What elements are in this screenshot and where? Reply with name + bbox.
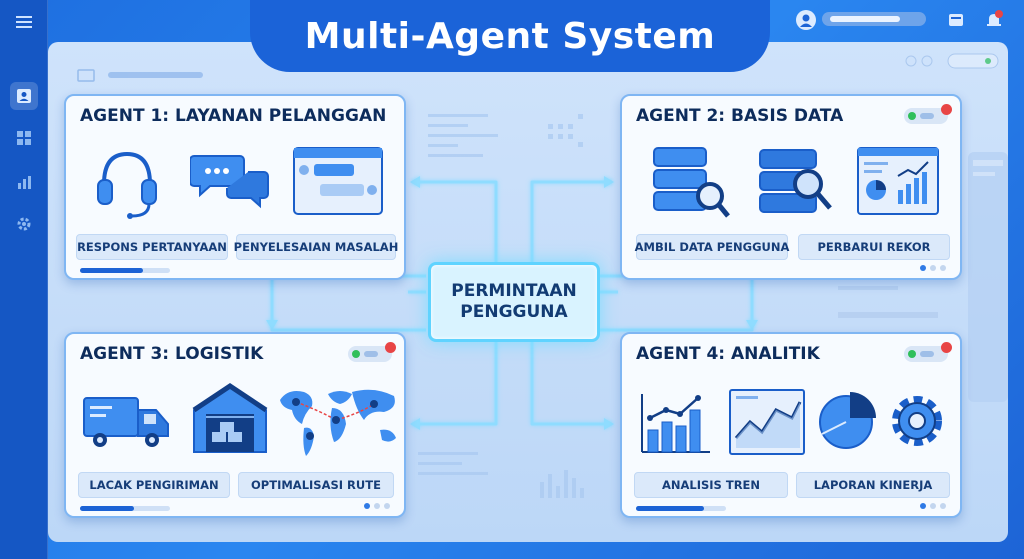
agent-card-database[interactable]: AGENT 2: BASIS DATA AMBIL DATA PENGGUNA bbox=[620, 94, 962, 280]
pagination-dots bbox=[920, 503, 946, 509]
database-search-icon bbox=[653, 147, 730, 218]
center-label-line1: PERMINTAAN bbox=[451, 280, 577, 301]
menu-icon[interactable] bbox=[10, 8, 38, 36]
dashboard-chart-icon bbox=[857, 147, 939, 215]
chip-lacak-pengiriman[interactable]: LACAK PENGIRIMAN bbox=[78, 472, 230, 498]
chat-window-icon bbox=[293, 147, 383, 215]
status-toggle[interactable] bbox=[904, 342, 952, 362]
chip-laporan-kinerja[interactable]: LAPORAN KINERJA bbox=[796, 472, 950, 498]
sidebar bbox=[0, 0, 48, 559]
chip-respons-pertanyaan[interactable]: RESPONS PERTANYAAN bbox=[76, 234, 228, 260]
chip-analisis-tren[interactable]: ANALISIS TREN bbox=[634, 472, 788, 498]
stats-icon[interactable] bbox=[10, 168, 38, 196]
status-toggle[interactable] bbox=[904, 104, 952, 124]
page-title: Multi-Agent System bbox=[304, 15, 716, 57]
notification-bell-icon[interactable] bbox=[984, 10, 1004, 30]
chat-bubbles-icon bbox=[190, 155, 269, 209]
headset-icon bbox=[97, 151, 157, 219]
title-banner: Multi-Agent System bbox=[250, 0, 770, 72]
pie-chart-icon bbox=[819, 392, 876, 449]
center-label-line2: PENGGUNA bbox=[460, 302, 568, 322]
agent-progress-bar bbox=[636, 506, 726, 511]
status-toggle[interactable] bbox=[348, 342, 396, 362]
gear-icon bbox=[892, 396, 942, 446]
pagination-dots bbox=[364, 503, 390, 509]
chip-optimalisasi-rute[interactable]: OPTIMALISASI RUTE bbox=[238, 472, 394, 498]
chip-perbarui-rekor[interactable]: PERBARUI REKOR bbox=[798, 234, 950, 260]
agent-title: AGENT 1: LAYANAN PELANGGAN bbox=[80, 106, 387, 126]
chip-ambil-data-pengguna[interactable]: AMBIL DATA PENGGUNA bbox=[635, 234, 789, 260]
settings-icon[interactable] bbox=[10, 210, 38, 238]
database-search-icon bbox=[759, 149, 832, 213]
agent-progress-bar bbox=[80, 268, 170, 273]
user-request-node[interactable]: PERMINTAAN PENGGUNA bbox=[428, 262, 600, 342]
agent-card-analytics[interactable]: AGENT 4: ANALITIK bbox=[620, 332, 962, 518]
agent-progress-bar bbox=[80, 506, 170, 511]
agent-card-customer-service[interactable]: AGENT 1: LAYANAN PELANGGAN RESPONS PERTA… bbox=[64, 94, 406, 280]
apps-icon[interactable] bbox=[10, 124, 38, 152]
inbox-icon[interactable] bbox=[948, 12, 964, 28]
warehouse-icon bbox=[192, 382, 268, 453]
agent-title: AGENT 4: ANALITIK bbox=[636, 344, 820, 364]
agent-card-logistics[interactable]: AGENT 3: LOGISTIK bbox=[64, 332, 406, 518]
search-input[interactable] bbox=[822, 12, 926, 26]
user-profile-icon[interactable] bbox=[10, 82, 38, 110]
chip-penyelesaian-masalah[interactable]: PENYELESAIAN MASALAH bbox=[234, 234, 398, 260]
agent-title: AGENT 3: LOGISTIK bbox=[80, 344, 264, 364]
delivery-truck-icon bbox=[83, 397, 169, 447]
pagination-dots bbox=[920, 265, 946, 271]
line-chart-icon bbox=[729, 389, 805, 455]
world-map-route-icon bbox=[280, 389, 396, 456]
user-avatar-icon[interactable] bbox=[796, 10, 816, 30]
agent-title: AGENT 2: BASIS DATA bbox=[636, 106, 844, 126]
bar-chart-icon bbox=[641, 394, 710, 453]
